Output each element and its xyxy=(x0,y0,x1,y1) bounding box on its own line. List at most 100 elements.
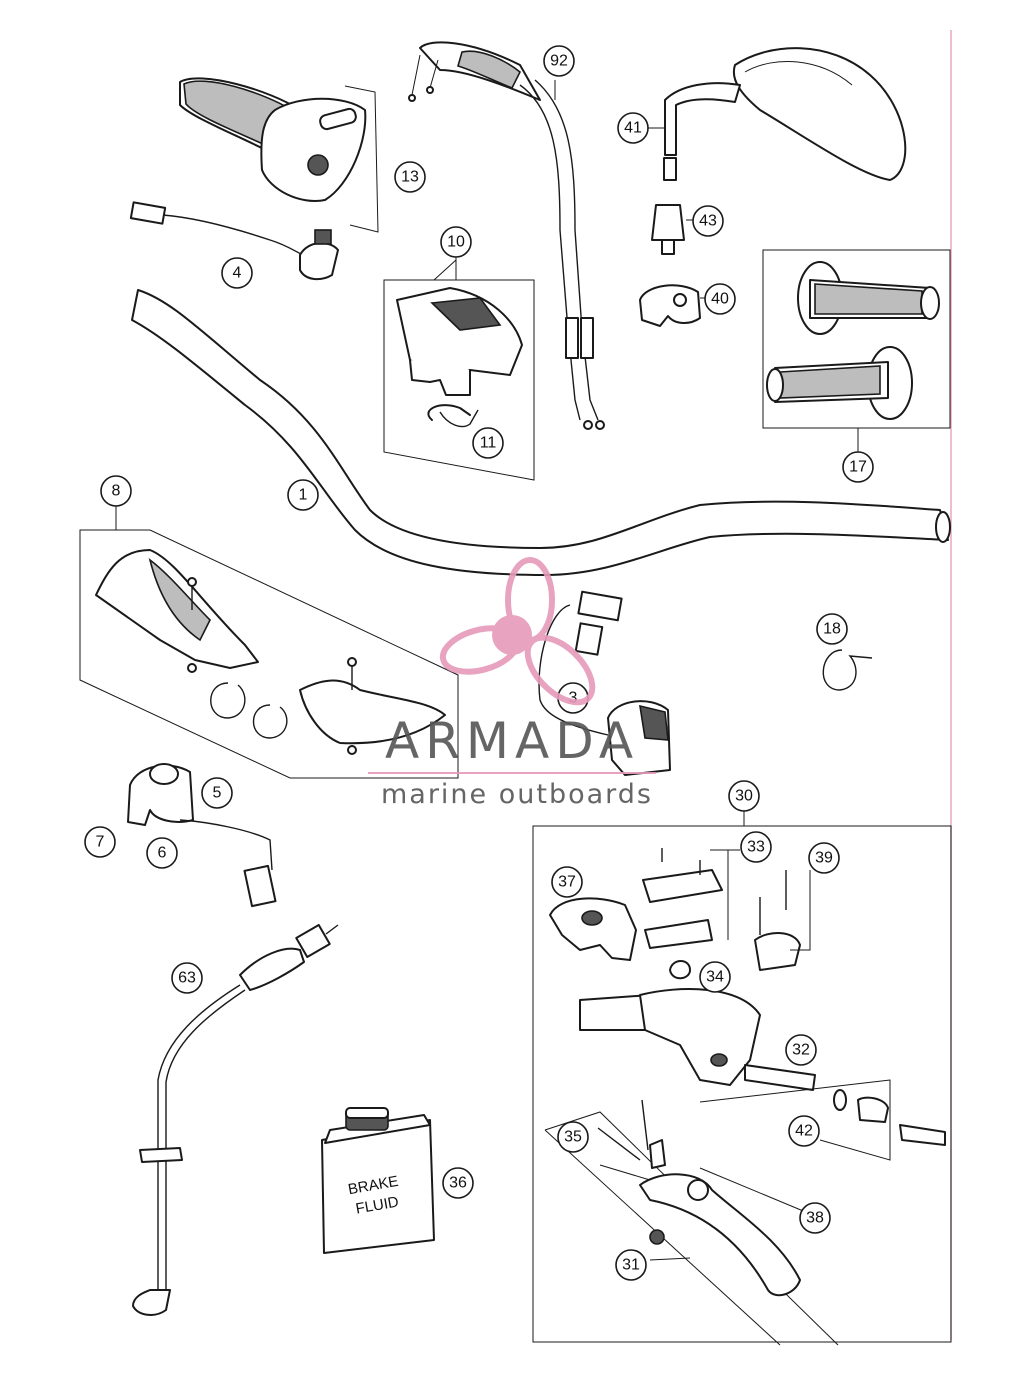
callout-10: 10 xyxy=(440,226,472,258)
callout-circle xyxy=(171,962,203,994)
callout-circle xyxy=(100,475,132,507)
cable-tie xyxy=(822,649,873,691)
throttle-cables xyxy=(408,41,605,430)
callout-number: 7 xyxy=(96,834,105,851)
callout-circle xyxy=(394,161,426,193)
leader-lines xyxy=(455,80,891,1261)
callouts: 1345678101113171830313233343536373839404… xyxy=(84,45,874,1281)
callout-number: 8 xyxy=(112,483,121,500)
callout-35: 35 xyxy=(557,1121,589,1153)
adjuster xyxy=(651,204,685,255)
callout-number: 33 xyxy=(747,839,765,856)
callout-number: 39 xyxy=(815,850,833,867)
callout-40: 40 xyxy=(704,283,736,315)
callout-number: 41 xyxy=(624,120,642,137)
callout-circle xyxy=(440,226,472,258)
callout-42: 42 xyxy=(788,1115,820,1147)
callout-number: 1 xyxy=(299,487,308,504)
callout-circle xyxy=(740,831,772,863)
callout-number: 34 xyxy=(706,969,724,986)
callout-number: 36 xyxy=(449,1175,467,1192)
callout-circle xyxy=(557,1121,589,1153)
callout-circle xyxy=(704,283,736,315)
callout-1: 1 xyxy=(287,479,319,511)
callout-number: 35 xyxy=(564,1129,582,1146)
throttle-grip xyxy=(179,77,379,233)
callout-circle xyxy=(551,866,583,898)
brake-fluid-bottle: BRAKE FLUID xyxy=(321,1107,435,1254)
callout-8: 8 xyxy=(100,475,132,507)
mirror xyxy=(663,47,907,181)
callout-number: 6 xyxy=(158,845,167,862)
callout-92: 92 xyxy=(543,45,575,77)
callout-18: 18 xyxy=(816,613,848,645)
watermark: ARMADA marine outboards xyxy=(368,557,656,810)
callout-33: 33 xyxy=(740,831,772,863)
callout-number: 5 xyxy=(213,785,222,802)
callout-circle xyxy=(816,613,848,645)
callout-number: 32 xyxy=(792,1042,810,1059)
watermark-tagline: marine outboards xyxy=(381,779,653,810)
callout-6: 6 xyxy=(146,837,178,869)
callout-number: 63 xyxy=(178,970,196,987)
callout-41: 41 xyxy=(617,112,649,144)
callout-number: 4 xyxy=(233,265,242,282)
clutch-switch-assembly xyxy=(91,763,277,908)
callout-circle xyxy=(799,1202,831,1234)
kill-switch-cable xyxy=(129,201,339,281)
callout-7: 7 xyxy=(84,826,116,858)
callout-circle xyxy=(146,837,178,869)
callout-number: 17 xyxy=(849,459,867,476)
callout-number: 18 xyxy=(823,621,841,638)
callout-circle xyxy=(692,205,724,237)
callout-number: 11 xyxy=(480,435,497,452)
callout-11: 11 xyxy=(472,427,504,459)
callout-circle xyxy=(84,826,116,858)
callout-circle xyxy=(615,1249,647,1281)
callout-36: 36 xyxy=(442,1167,474,1199)
callout-17: 17 xyxy=(842,451,874,483)
callout-circle xyxy=(842,451,874,483)
callout-circle xyxy=(728,780,760,812)
callout-5: 5 xyxy=(201,777,233,809)
callout-number: 10 xyxy=(447,234,465,251)
watermark-brand: ARMADA xyxy=(385,712,639,770)
callout-number: 30 xyxy=(735,788,753,805)
callout-number: 40 xyxy=(711,291,729,308)
callout-43: 43 xyxy=(692,205,724,237)
callout-circle xyxy=(287,479,319,511)
handlebar xyxy=(131,289,951,576)
mirror-clamp xyxy=(639,284,701,327)
callout-circle xyxy=(221,257,253,289)
callout-circle xyxy=(617,112,649,144)
callout-circle xyxy=(808,842,840,874)
callout-number: 13 xyxy=(401,169,419,186)
callout-circle xyxy=(699,961,731,993)
callout-circle xyxy=(785,1034,817,1066)
callout-number: 42 xyxy=(795,1123,813,1140)
callout-30: 30 xyxy=(728,780,760,812)
callout-13: 13 xyxy=(394,161,426,193)
master-cylinder-group xyxy=(532,808,952,1346)
callout-38: 38 xyxy=(799,1202,831,1234)
brake-line xyxy=(132,923,339,1316)
callout-circle xyxy=(442,1167,474,1199)
callout-number: 3 xyxy=(569,690,578,707)
callout-39: 39 xyxy=(808,842,840,874)
callout-34: 34 xyxy=(699,961,731,993)
callout-number: 37 xyxy=(558,874,576,891)
handlebar-switch xyxy=(538,590,671,776)
display-module xyxy=(383,259,535,481)
callout-circle xyxy=(543,45,575,77)
grips-set xyxy=(762,249,951,458)
callout-number: 43 xyxy=(699,213,717,230)
callout-37: 37 xyxy=(551,866,583,898)
callout-63: 63 xyxy=(171,962,203,994)
callout-number: 38 xyxy=(806,1210,824,1227)
propeller-logo xyxy=(439,557,596,706)
callout-number: 92 xyxy=(550,53,568,70)
callout-circle xyxy=(472,427,504,459)
callout-32: 32 xyxy=(785,1034,817,1066)
callout-circle xyxy=(788,1115,820,1147)
